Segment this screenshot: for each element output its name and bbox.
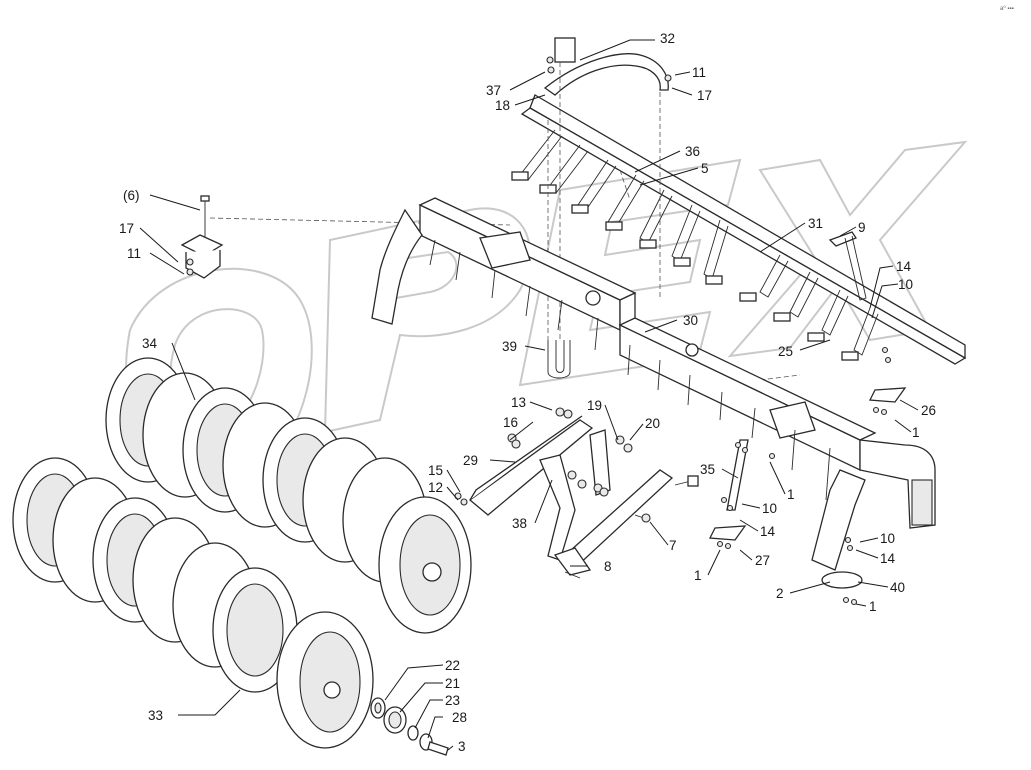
callout-22: 22: [445, 658, 460, 673]
callout-32: 32: [660, 31, 675, 46]
callout-5: 5: [701, 161, 709, 176]
callout-29: 29: [463, 453, 478, 468]
callout-14: 14: [896, 259, 912, 274]
callout-34: 34: [142, 336, 158, 351]
callout-7: 7: [669, 538, 677, 553]
callout-14-mid: 14: [760, 524, 776, 539]
leader-lines: [139, 39, 919, 751]
callout-20: 20: [645, 416, 660, 431]
callout-11-left: 11: [127, 246, 141, 261]
callout-9: 9: [858, 220, 866, 235]
callout-30: 30: [683, 313, 698, 328]
callout-1-mid: 1: [787, 487, 795, 502]
callout-10-mid: 10: [762, 501, 777, 516]
callout-12: 12: [428, 480, 443, 495]
callout-6: (6): [123, 188, 140, 203]
linkage-assembly: [454, 407, 699, 579]
main-frame: [371, 197, 936, 606]
callout-16: 16: [503, 415, 518, 430]
callout-10: 10: [898, 277, 913, 292]
callout-31: 31: [808, 216, 823, 231]
callout-28: 28: [452, 710, 467, 725]
callout-8: 8: [604, 559, 612, 574]
callout-25: 25: [778, 344, 793, 359]
callout-36: 36: [685, 144, 700, 159]
callout-21: 21: [445, 676, 460, 691]
callout-18: 18: [495, 98, 510, 113]
callout-27: 27: [755, 553, 770, 568]
roller-assembly-34: [105, 357, 472, 634]
callout-1-low: 1: [694, 568, 702, 583]
callout-labels: 32 11 17 37 18 36 5 (6) 17 11 31 9 14 10…: [119, 31, 936, 754]
corner-mark: a⁰ ▪▪▪: [1000, 5, 1014, 12]
callout-26: 26: [921, 403, 936, 418]
callout-23: 23: [445, 693, 460, 708]
callout-15: 15: [428, 463, 443, 478]
callout-3: 3: [458, 739, 466, 754]
callout-40: 40: [890, 580, 905, 595]
callout-19: 19: [587, 398, 602, 413]
hub-parts: [370, 697, 449, 756]
callout-11: 11: [692, 65, 706, 80]
roller-assembly-33: [12, 457, 374, 749]
callout-38: 38: [512, 516, 527, 531]
callout-33: 33: [148, 708, 163, 723]
callout-13: 13: [511, 395, 526, 410]
callout-37: 37: [486, 83, 501, 98]
callout-1-bottom: 1: [869, 599, 877, 614]
callout-35: 35: [700, 462, 715, 477]
callout-17-left: 17: [119, 221, 134, 236]
callout-10-right: 10: [880, 531, 895, 546]
callout-14-right: 14: [880, 551, 896, 566]
callout-39: 39: [502, 339, 517, 354]
callout-2: 2: [776, 586, 784, 601]
clamp-plate-assembly: [180, 195, 224, 279]
upper-beam-assembly: [511, 37, 967, 365]
callout-17: 17: [697, 88, 712, 103]
callout-1: 1: [912, 425, 920, 440]
